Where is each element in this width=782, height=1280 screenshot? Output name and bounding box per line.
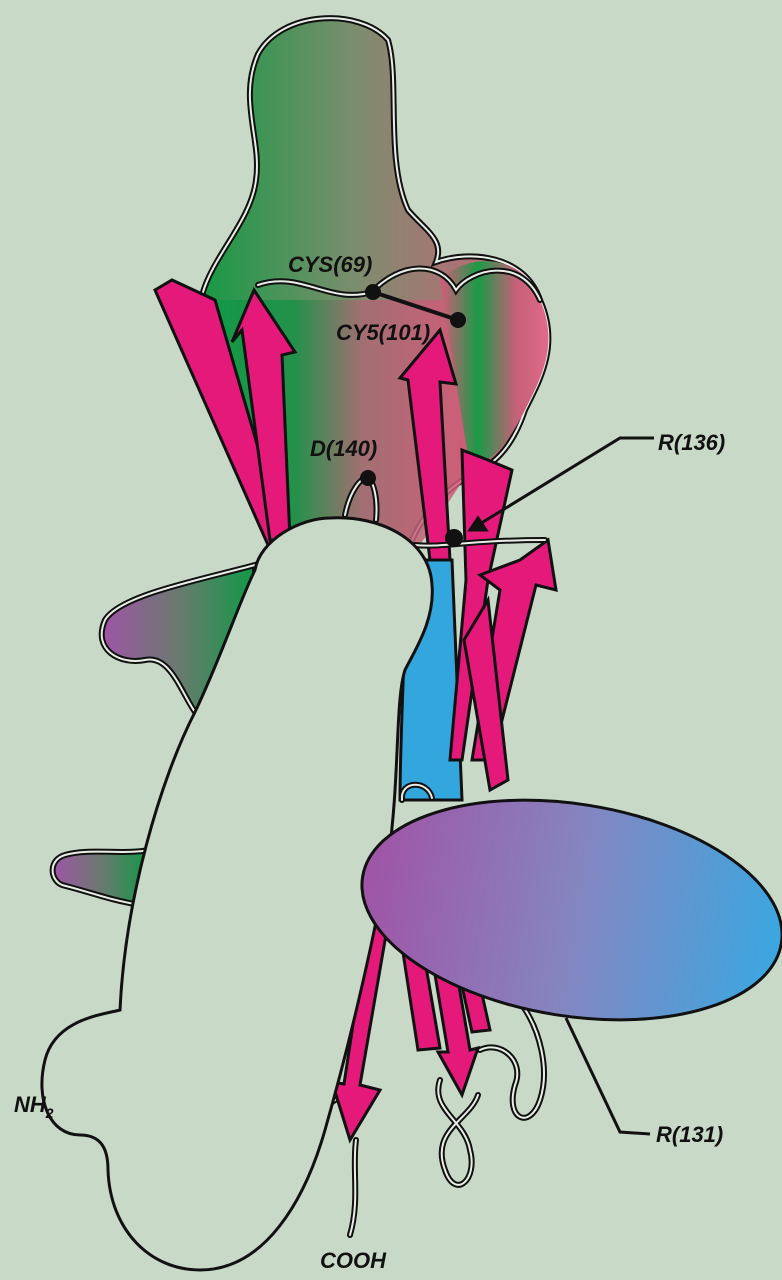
nh2-text: NH bbox=[14, 1092, 47, 1117]
d140-marker bbox=[360, 470, 376, 486]
label-r131: R(131) bbox=[656, 1122, 723, 1147]
label-cys69: CYS(69) bbox=[288, 252, 372, 277]
label-d140: D(140) bbox=[310, 436, 377, 461]
r136-marker bbox=[445, 529, 463, 547]
label-cys101: CY5(101) bbox=[336, 320, 430, 345]
nh2-subscript: 2 bbox=[45, 1105, 54, 1121]
label-cooh: COOH bbox=[320, 1248, 387, 1273]
label-r136: R(136) bbox=[658, 430, 725, 455]
r131-leader bbox=[566, 1018, 650, 1134]
